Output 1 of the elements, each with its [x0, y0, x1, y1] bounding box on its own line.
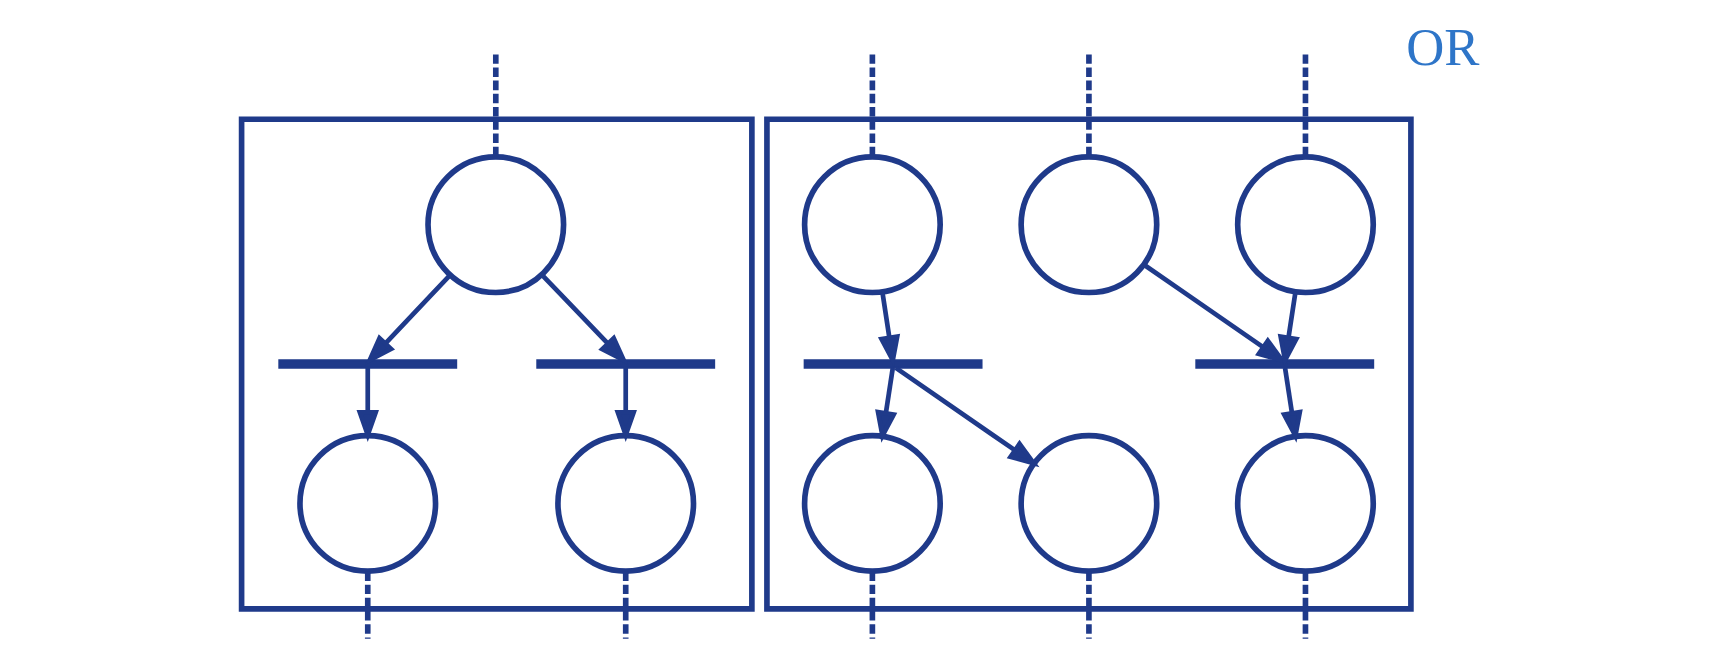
label: OR — [1406, 18, 1480, 77]
